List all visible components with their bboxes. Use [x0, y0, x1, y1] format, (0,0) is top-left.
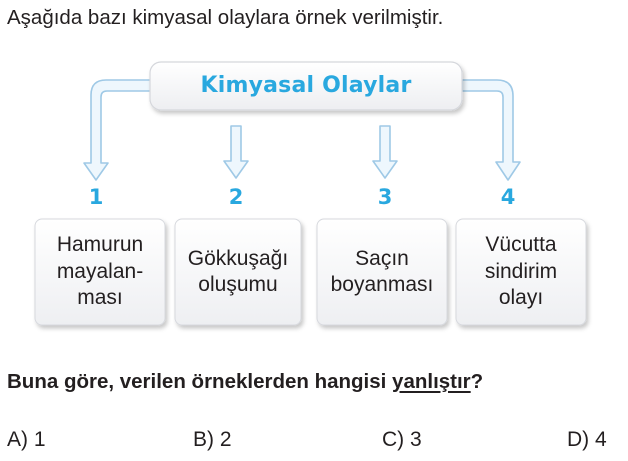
- item-label-2: Gökkuşağı oluşumu: [175, 219, 301, 325]
- question-text: Buna göre, verilen örneklerden hangisi y…: [7, 370, 483, 394]
- item-label-3: Saçın boyanması: [317, 219, 447, 325]
- arrow-1: [83, 79, 153, 181]
- arrow-3: [372, 125, 398, 179]
- item-3-line-2: boyanması: [330, 273, 434, 296]
- item-number-2: 2: [228, 185, 244, 209]
- item-4-line-1: Vücutta: [485, 233, 557, 257]
- title-box: [149, 61, 463, 111]
- option-a[interactable]: A) 1: [7, 428, 46, 451]
- item-1-line-1: Hamurun: [56, 233, 144, 257]
- intro-text: Aşağıda bazı kimyasal olaylara örnek ver…: [7, 6, 444, 29]
- item-3-line-1: Saçın: [355, 246, 409, 270]
- option-b[interactable]: B) 2: [193, 428, 232, 451]
- item-4-line-2: sindirim: [484, 259, 558, 283]
- arrow-2: [223, 125, 249, 179]
- option-c[interactable]: C) 3: [382, 428, 422, 451]
- item-label-1: Hamurun mayalan- ması: [35, 219, 165, 325]
- item-2-line-2: oluşumu: [198, 273, 278, 296]
- item-1-line-3: ması: [77, 286, 123, 310]
- arrow-4: [461, 79, 521, 181]
- item-1-line-2: mayalan-: [56, 259, 144, 283]
- diagram-title: Kimyasal Olaylar: [200, 72, 412, 98]
- item-box-1: [34, 218, 166, 326]
- option-d[interactable]: D) 4: [567, 428, 607, 451]
- question-underlined: yanlıştır: [392, 370, 471, 393]
- item-4-line-3: olayı: [498, 286, 544, 310]
- item-box-4: [455, 218, 587, 326]
- item-label-4: Vücutta sindirim olayı: [456, 219, 586, 325]
- item-number-4: 4: [500, 185, 516, 209]
- item-box-3: [316, 218, 448, 326]
- item-box-2: [174, 218, 302, 326]
- item-number-3: 3: [377, 185, 393, 209]
- item-number-1: 1: [88, 185, 104, 209]
- item-2-line-1: Gökkuşağı: [187, 246, 289, 270]
- question-prefix: Buna göre, verilen örneklerden hangisi: [7, 370, 393, 393]
- question-suffix: ?: [470, 370, 484, 393]
